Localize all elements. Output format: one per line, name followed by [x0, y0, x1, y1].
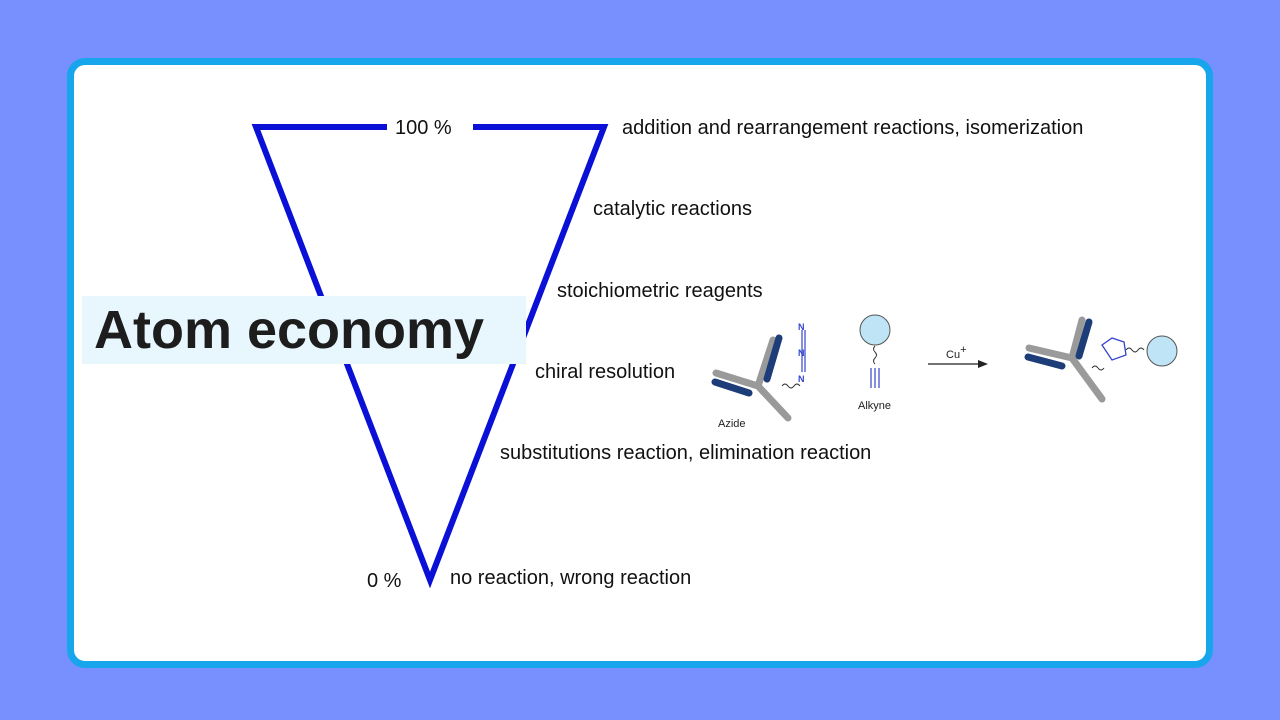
antibody-conjugate-icon [1024, 316, 1178, 403]
reaction-type-label: no reaction, wrong reaction [450, 567, 692, 589]
azide-atom-3: N [798, 374, 805, 384]
reaction-arrow-icon [928, 360, 988, 368]
catalyst-label: Cu+ [946, 344, 967, 361]
page-title: Atom economy [94, 300, 485, 360]
reaction-type-label: stoichiometric reagents [557, 280, 763, 302]
azide-atom-1: N [798, 322, 805, 332]
reaction-type-label: chiral resolution [535, 361, 676, 383]
funnel-outline [251, 124, 609, 589]
azide-label: Azide [718, 418, 746, 430]
reaction-type-label: substitutions reaction, elimination reac… [500, 442, 872, 464]
reaction-type-label: addition and rearrangement reactions, is… [622, 117, 1084, 139]
title-box: Atom economy [82, 296, 526, 364]
click-chemistry-scheme: N N N Azide Alkyne Cu+ [711, 314, 1178, 430]
alkyne-label: Alkyne [858, 400, 891, 412]
antibody-azide-icon: N N N [711, 322, 806, 422]
scale-top-label: 100 % [395, 117, 452, 139]
azide-atom-2: N [798, 348, 805, 358]
alkyne-bead-icon [859, 314, 891, 388]
scale-bottom-label: 0 % [367, 570, 402, 592]
reaction-type-label: catalytic reactions [593, 198, 752, 220]
atom-economy-funnel [251, 124, 609, 589]
